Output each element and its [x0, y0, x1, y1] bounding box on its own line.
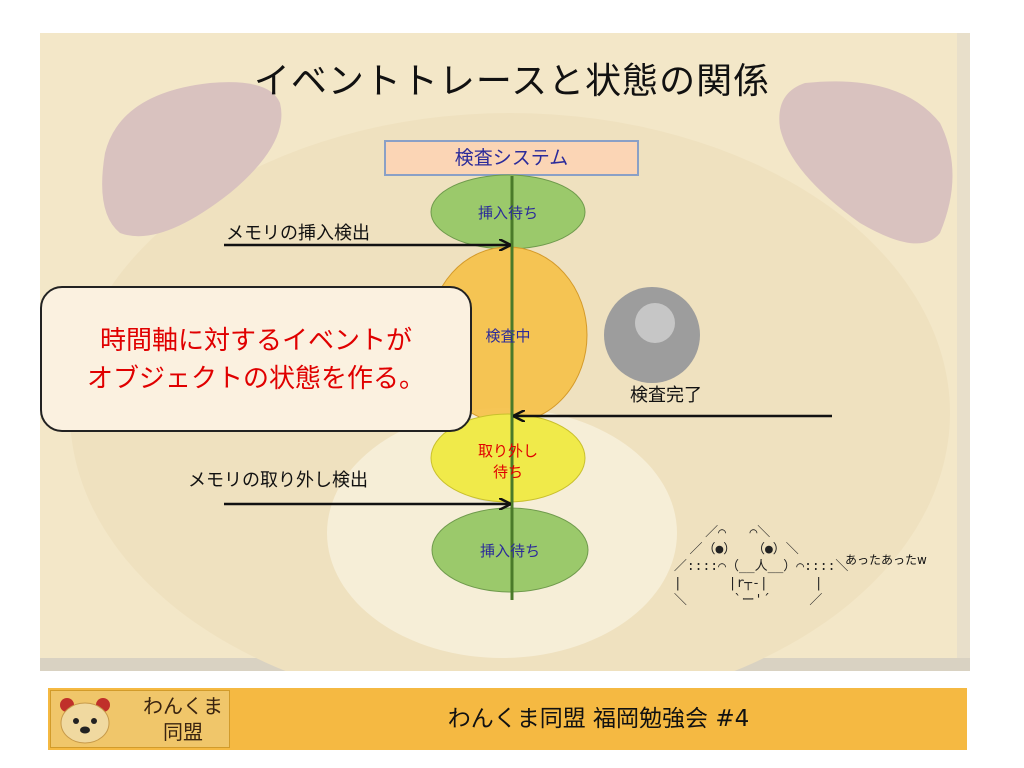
- state-label-wait-insert-top: 挿入待ち: [458, 203, 558, 223]
- footer-logo-line-2: 同盟: [143, 719, 223, 745]
- footer-logo: わんくま 同盟: [50, 690, 230, 748]
- ascii-caption: あったあったw: [845, 551, 927, 568]
- callout-line-2: オブジェクトの状態を作る。: [42, 360, 470, 398]
- state-label-wait-remove-line2: 待ち: [458, 462, 558, 482]
- footer-logo-text: わんくま 同盟: [143, 693, 223, 745]
- event-label-memory-remove: メモリの取り外し検出: [188, 466, 368, 492]
- callout-line-1: 時間軸に対するイベントが: [42, 322, 470, 360]
- state-label-inspecting: 検査中: [458, 326, 558, 346]
- state-label-wait-remove-line1: 取り外し: [458, 441, 558, 461]
- state-label-wait-insert-bottom: 挿入待ち: [460, 541, 560, 561]
- ascii-art-bear: ／⌒ ⌒＼ ／（●） （●）＼ ／::::⌒（__人__）⌒::::＼ | |r…: [666, 524, 848, 609]
- bear-face-icon: [55, 695, 115, 745]
- event-label-inspection-complete: 検査完了: [630, 381, 702, 407]
- footer-title: わんくま同盟 福岡勉強会 #4: [230, 688, 967, 750]
- event-label-memory-insert: メモリの挿入検出: [226, 219, 370, 245]
- footer-logo-line-1: わんくま: [143, 693, 223, 719]
- callout-box: 時間軸に対するイベントが オブジェクトの状態を作る。: [40, 286, 472, 432]
